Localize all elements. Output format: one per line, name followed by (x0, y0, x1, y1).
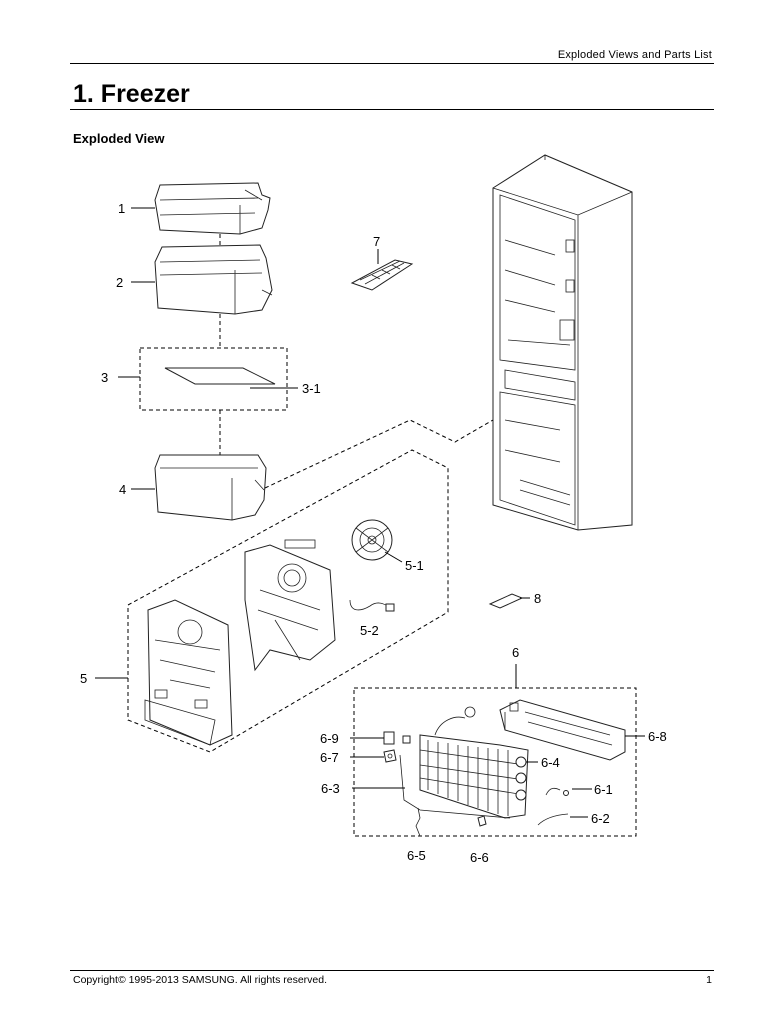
drawer-2 (154, 244, 273, 315)
part-8 (488, 593, 524, 609)
label-3-1: 3-1 (302, 381, 321, 396)
part-6-5-wire (415, 807, 421, 837)
part-5-2-harness (349, 599, 395, 612)
label-6-8: 6-8 (648, 729, 667, 744)
label-2: 2 (116, 275, 123, 290)
page-title: 1. Freezer (73, 80, 190, 108)
part-5-fan-duct (244, 539, 336, 672)
label-6: 6 (512, 645, 519, 660)
label-7: 7 (373, 234, 380, 249)
part-6-2-heater-wire (537, 813, 569, 826)
label-6-6: 6-6 (470, 850, 489, 865)
part-5-1-fan-motor (351, 519, 393, 561)
lead-5-1 (384, 551, 403, 563)
title-rule (70, 109, 714, 110)
header-section-title: Exploded Views and Parts List (557, 49, 712, 61)
label-5-2: 5-2 (360, 623, 379, 638)
label-6-2: 6-2 (591, 811, 610, 826)
page-number: 1 (706, 974, 712, 986)
label-8: 8 (534, 591, 541, 606)
part-7-ice-tray (350, 259, 414, 291)
label-6-5: 6-5 (407, 848, 426, 863)
part-5-evaporator-cover (144, 599, 233, 746)
guide-cabinet-5 (264, 419, 494, 489)
label-3: 3 (101, 370, 108, 385)
footer-rule (70, 970, 714, 971)
label-6-7: 6-7 (320, 750, 339, 765)
part-6-9-clip (383, 731, 411, 745)
part-6-1-sensor-wire (545, 787, 569, 796)
part-6-3-evaporator (399, 706, 529, 819)
label-5: 5 (80, 671, 87, 686)
label-5-1: 5-1 (405, 558, 424, 573)
group-5-box (127, 449, 449, 753)
label-6-3: 6-3 (321, 781, 340, 796)
label-6-1: 6-1 (594, 782, 613, 797)
label-1: 1 (118, 201, 125, 216)
drawer-1 (154, 182, 271, 235)
part-6-7-sensor (383, 749, 397, 763)
label-4: 4 (119, 482, 126, 497)
section-subtitle: Exploded View (73, 131, 165, 146)
label-6-4: 6-4 (541, 755, 560, 770)
part-3-1 (164, 367, 276, 385)
part-6-6-clip (477, 815, 487, 827)
part-6-8-drain-tray (499, 699, 626, 761)
header-rule (70, 63, 714, 64)
group-3-box (139, 347, 288, 411)
footer-copyright: Copyright© 1995-2013 SAMSUNG. All rights… (73, 974, 328, 986)
group-6-box (353, 687, 637, 837)
label-6-9: 6-9 (320, 731, 339, 746)
part-6-4-fuse (515, 756, 527, 801)
drawer-4 (154, 454, 267, 521)
refrigerator-cabinet (492, 154, 633, 531)
